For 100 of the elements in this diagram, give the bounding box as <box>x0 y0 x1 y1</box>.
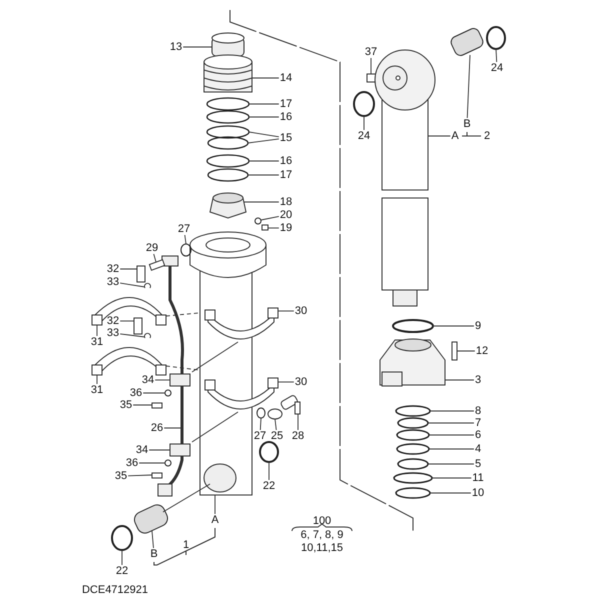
leader-line <box>138 462 166 464</box>
callout-number: 33 <box>106 327 120 339</box>
callout-number: A <box>450 130 460 142</box>
leader-line <box>370 58 372 74</box>
assembly-line <box>162 484 210 512</box>
kit-contents: 6, 7, 8, 9 <box>300 529 344 541</box>
callout-number: 36 <box>128 387 144 399</box>
leader-line <box>184 234 186 244</box>
leader-line <box>456 350 476 352</box>
bolt <box>152 472 162 478</box>
leader-line <box>153 254 156 262</box>
callout-number: 31 <box>90 384 104 396</box>
callout-number: 25 <box>270 430 284 442</box>
leader-line <box>428 422 474 424</box>
leader-line <box>132 404 152 406</box>
seal-ring <box>397 458 429 470</box>
callout-number: 17 <box>278 98 294 110</box>
clamp-block <box>170 444 190 456</box>
nut <box>209 192 247 219</box>
callout-number: 24 <box>490 62 504 74</box>
leader-line <box>248 116 280 118</box>
leader-line <box>142 392 166 394</box>
seal-ring <box>393 472 433 484</box>
callout-number: 30 <box>294 376 308 388</box>
leader-line <box>120 268 138 270</box>
callout-number: 32 <box>106 315 120 327</box>
callout-number: A <box>210 514 220 526</box>
bolt <box>134 318 142 334</box>
callout-number: 34 <box>140 374 156 386</box>
callout-number: 15 <box>278 132 294 144</box>
pipe-clamp <box>92 297 200 326</box>
seal-ring <box>206 125 250 139</box>
set-screw <box>262 224 268 230</box>
bolt <box>452 342 458 360</box>
callout-number: 32 <box>106 263 120 275</box>
callout-number: 33 <box>106 276 120 288</box>
callout-number: 34 <box>134 444 150 456</box>
seal-ring <box>395 487 431 499</box>
bolt <box>148 259 166 271</box>
callout-number: 9 <box>474 320 482 332</box>
leader-line <box>96 374 98 384</box>
callout-number: 36 <box>124 457 140 469</box>
callout-number: 12 <box>474 345 490 357</box>
callout-number: 18 <box>278 196 294 208</box>
callout-number: 16 <box>278 111 294 123</box>
retaining-clip <box>144 332 151 338</box>
callout-number: 27 <box>252 430 268 442</box>
callout-number: 10 <box>470 487 486 499</box>
leader-line <box>120 333 146 338</box>
bolt <box>136 266 146 282</box>
bolt <box>152 402 162 408</box>
leader-line <box>120 320 134 322</box>
callout-number: 16 <box>278 155 294 167</box>
piston <box>204 54 252 92</box>
leader-line <box>496 48 498 62</box>
callout-number: 22 <box>114 565 130 577</box>
assembly-number: 2 <box>482 130 492 142</box>
callout-number: 19 <box>278 222 294 234</box>
leader-line <box>120 282 146 288</box>
leader-line <box>214 494 216 514</box>
seal-ring <box>207 136 249 150</box>
leader-line <box>128 474 152 476</box>
leader-line <box>428 448 474 450</box>
clamp-block <box>170 374 190 386</box>
leader-line <box>248 174 280 176</box>
gland <box>212 32 244 56</box>
callout-number: 3 <box>474 374 482 386</box>
seal-ring <box>486 26 506 50</box>
leader-line <box>260 216 280 220</box>
kit-number: 100 <box>312 515 332 527</box>
bolt <box>294 402 300 414</box>
callout-number: 5 <box>474 458 482 470</box>
callout-number: 13 <box>168 41 184 53</box>
callout-number: B <box>462 118 472 130</box>
callout-number: 4 <box>474 443 482 455</box>
callout-number: 6 <box>474 429 482 441</box>
leader-line <box>152 530 154 548</box>
callout-number: 35 <box>114 470 128 482</box>
callout-number: 35 <box>118 399 134 411</box>
callout-number: 17 <box>278 169 294 181</box>
kit-contents: 10,11,15 <box>300 542 344 554</box>
callout-number: 31 <box>90 336 104 348</box>
retaining-clip <box>144 282 151 288</box>
leader-line <box>182 46 212 48</box>
seal-ring <box>353 91 375 117</box>
pipe-fitting <box>268 394 299 420</box>
seal-ring <box>207 168 249 182</box>
callout-number: 29 <box>144 242 160 254</box>
leader-line <box>274 418 277 430</box>
callout-number: 37 <box>364 46 378 58</box>
seal-ring <box>206 154 250 168</box>
seal-ring <box>206 110 250 124</box>
callout-number: 20 <box>278 209 294 221</box>
leader-line <box>268 462 270 480</box>
callout-number: 30 <box>294 305 308 317</box>
seal-ring <box>392 319 434 333</box>
leader-line <box>260 418 262 430</box>
leader-line <box>248 160 280 162</box>
leader-line <box>96 324 98 336</box>
callout-number: 14 <box>278 72 294 84</box>
